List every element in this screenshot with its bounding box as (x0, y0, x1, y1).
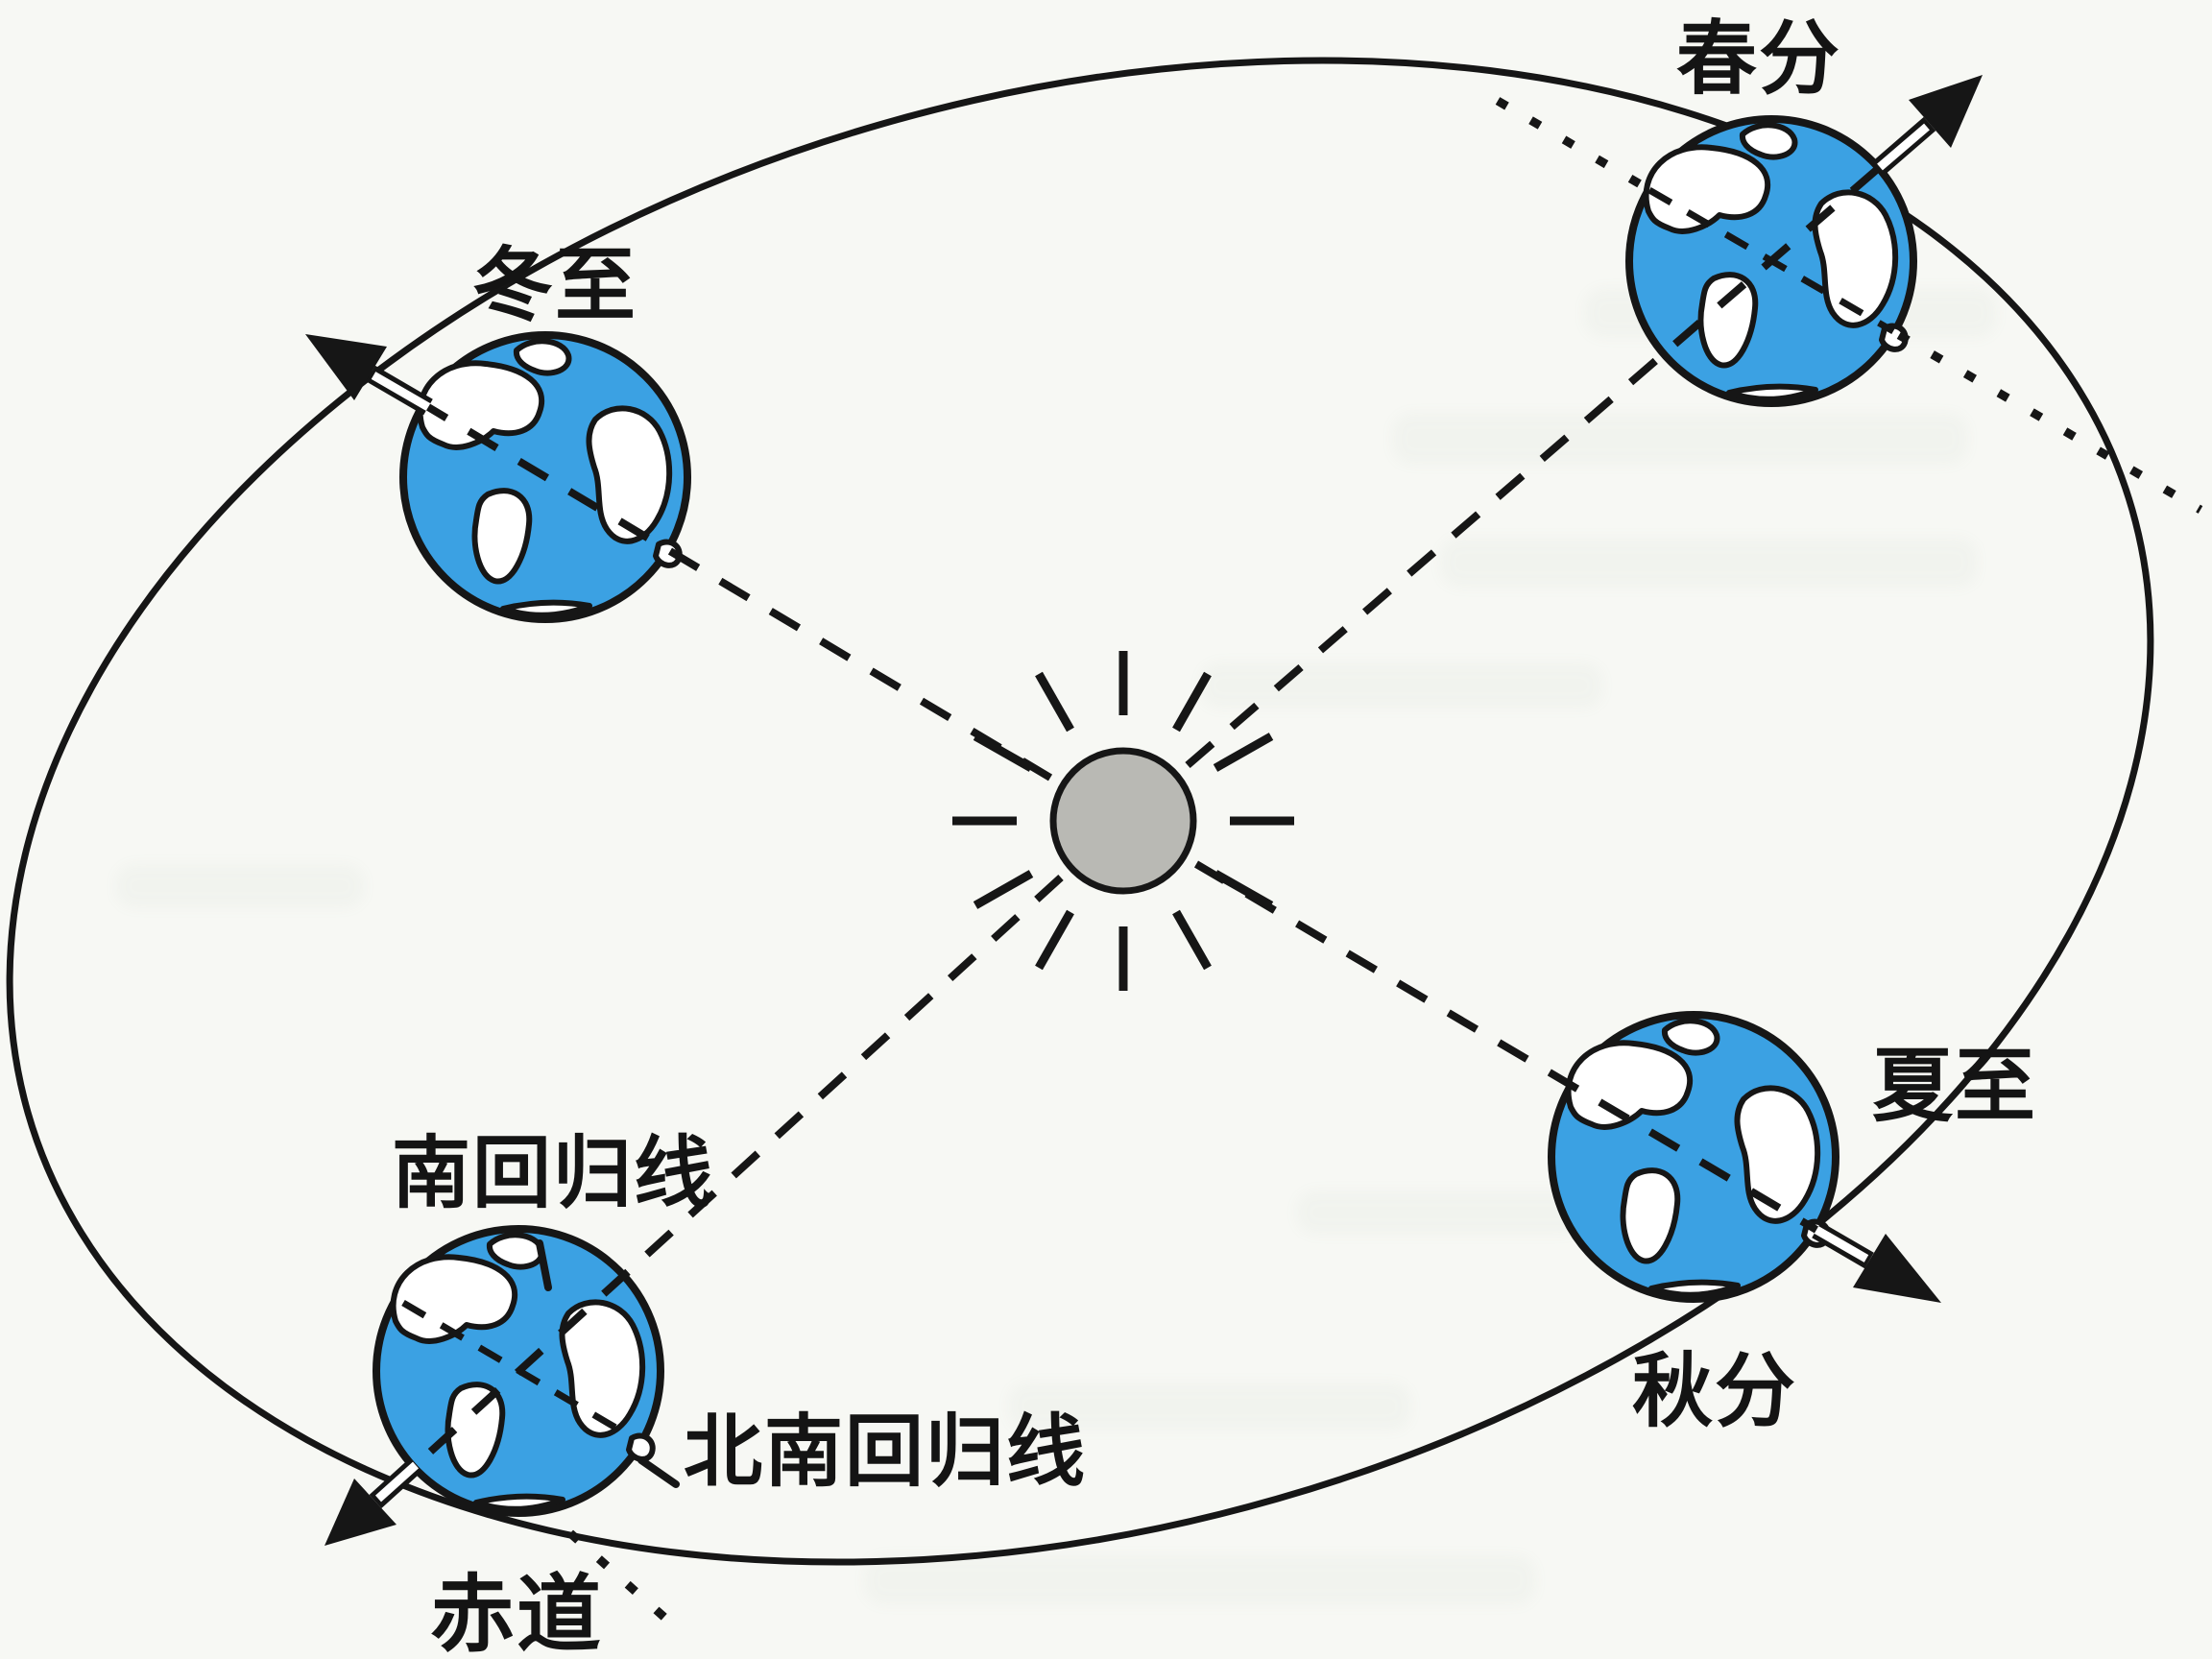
arrow-summer (1812, 1221, 1941, 1303)
sun-line-to-summer-globe (1193, 860, 1819, 1234)
dotted-extension-spring-upper-left (1495, 97, 1647, 190)
label-summer-solstice: 夏至 (1872, 1043, 2037, 1132)
sun-line-to-spring-globe (1185, 163, 1883, 769)
label-winter-solstice: 冬至 (472, 242, 637, 331)
tick-cancer-pointer (637, 1456, 680, 1488)
arrow-bottom (325, 1457, 422, 1546)
equator-chord-spring-globe (1647, 186, 1895, 335)
dotted-extension-bottom-globe (567, 1529, 681, 1633)
axis-arrows (305, 75, 1983, 1546)
sun-line-to-winter-globe (425, 403, 1053, 781)
sun-icon (952, 651, 1294, 991)
tropic-chord-bottom-globe (401, 1299, 636, 1442)
label-autumn-equinox: 秋分 (1632, 1348, 1797, 1437)
sun-rays (952, 651, 1294, 991)
label-tropic-capricorn: 南回归线 (392, 1130, 714, 1217)
arrow-winter (305, 334, 433, 416)
latitude-chords (401, 186, 1895, 1442)
label-equator: 赤道 (430, 1570, 603, 1659)
earth-globe-summer-solstice (1551, 1015, 1836, 1299)
dotted-extension-lines (567, 97, 2203, 1633)
label-leader-ticks (536, 1239, 680, 1488)
label-tropic-cancer: 北南回归线 (684, 1408, 1087, 1496)
sun-line-to-bottom-globe (413, 875, 1064, 1468)
sun-ray-dashed-lines (413, 163, 1883, 1468)
arrow-spring (1873, 75, 1983, 175)
tick-capricorn-pointer (536, 1239, 552, 1291)
label-spring-equinox: 春分 (1676, 15, 1841, 105)
